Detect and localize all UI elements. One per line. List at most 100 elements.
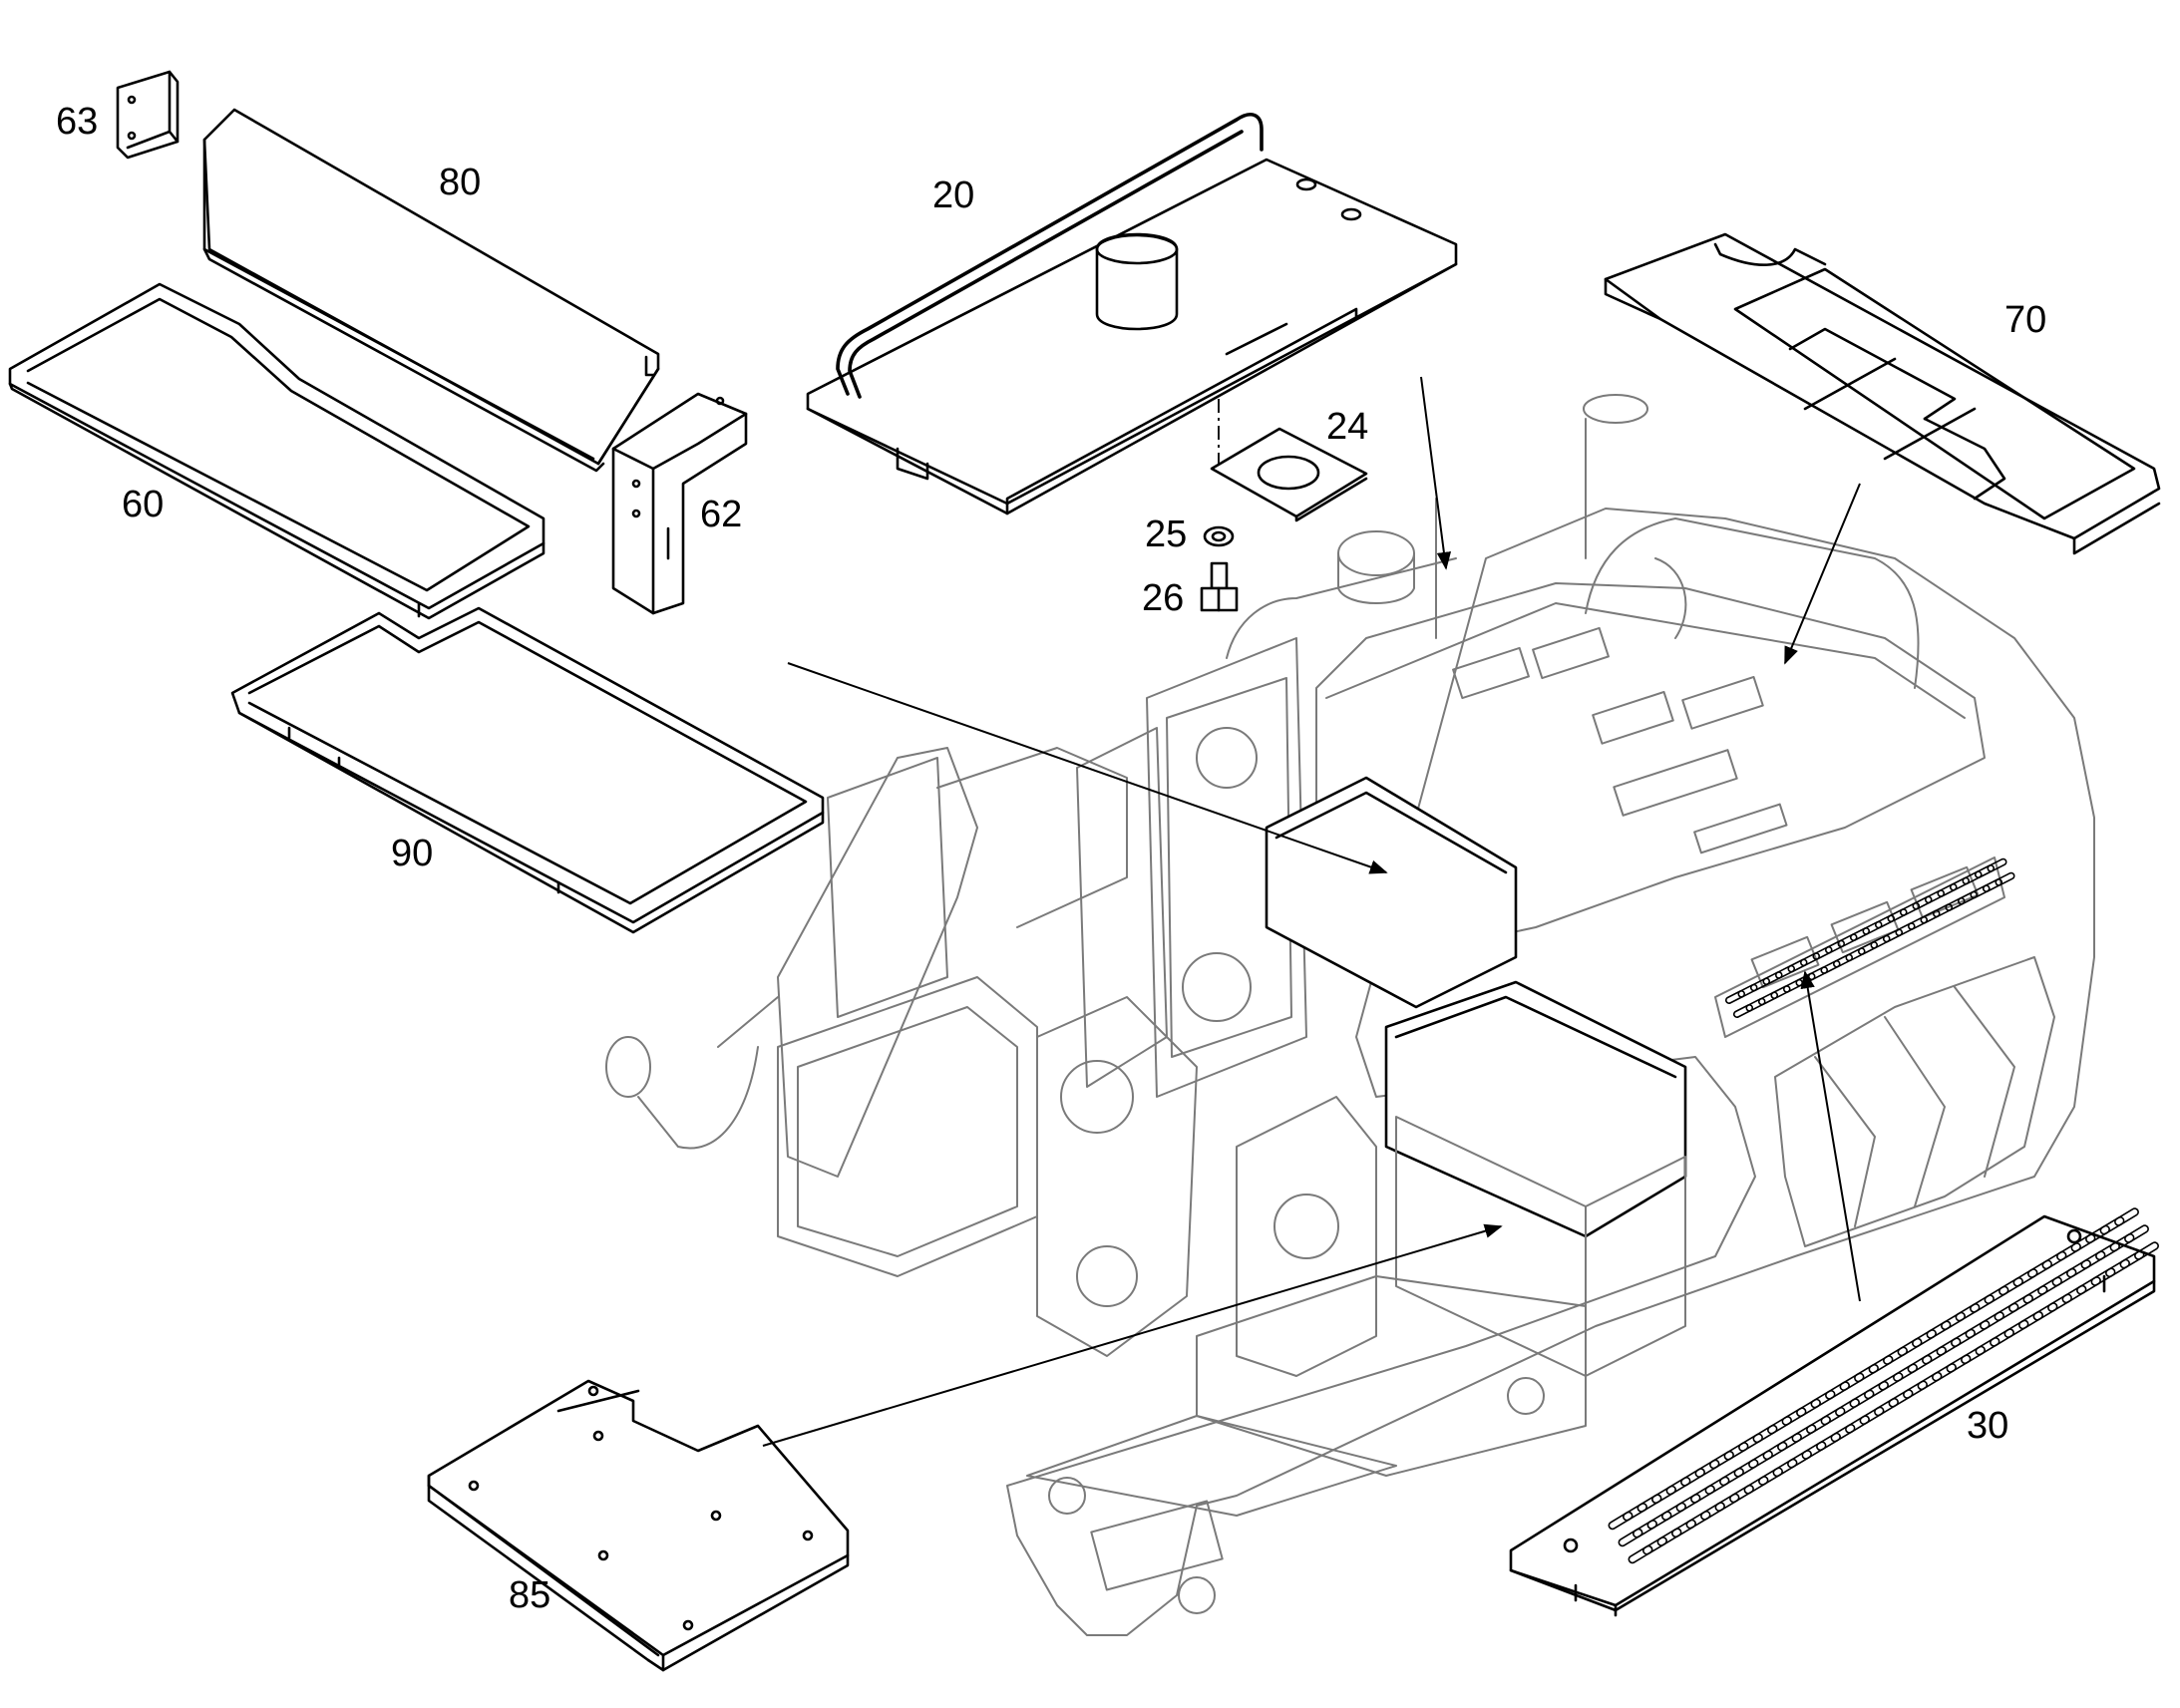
vent-slot xyxy=(1791,1424,1817,1443)
assembly-arrows xyxy=(762,376,1861,1447)
vent-slot xyxy=(1936,1337,1962,1356)
part-60-filter-frame xyxy=(8,282,545,620)
grille-slots xyxy=(1608,1207,2159,1564)
vent-slot xyxy=(1810,1390,1836,1409)
vent-slot xyxy=(1671,1519,1696,1538)
vent-slot xyxy=(1824,939,1846,954)
vent-slot xyxy=(1998,1276,2023,1296)
vent-slot xyxy=(1719,1467,1744,1487)
part-24-gasket-plate xyxy=(1210,399,1368,522)
callout-62: 62 xyxy=(700,494,742,535)
vent-slot xyxy=(1899,901,1921,916)
vent-slot xyxy=(1752,1424,1778,1444)
vent-slot xyxy=(1665,1477,1691,1496)
vent-slot xyxy=(1733,1459,1759,1478)
vent-slot xyxy=(1962,870,1983,885)
vent-slot xyxy=(1882,928,1904,943)
vent-slot xyxy=(1987,857,2007,872)
vent-slot xyxy=(2099,1216,2125,1235)
vent-slot xyxy=(1675,1494,1701,1513)
vent-slot xyxy=(1801,1441,1827,1460)
vent-slot xyxy=(2066,1259,2091,1278)
vent-slot xyxy=(1623,1503,1647,1522)
vent-slot xyxy=(1951,1328,1976,1348)
vent-slot xyxy=(2095,1241,2120,1261)
vent-slot xyxy=(1618,1528,1643,1547)
vent-slot xyxy=(1957,890,1979,905)
vent-slot xyxy=(2109,1233,2135,1252)
part-63-bracket xyxy=(116,70,180,160)
vent-slot xyxy=(2119,1250,2145,1269)
vent-slot xyxy=(1820,1407,1846,1426)
vent-slot xyxy=(1857,941,1879,955)
vent-slot xyxy=(1651,1485,1676,1505)
vent-slot xyxy=(1830,1424,1856,1443)
callout-85: 85 xyxy=(509,1574,550,1616)
vent-slot xyxy=(1903,1380,1928,1399)
vent-slot xyxy=(1723,1442,1749,1461)
vent-slot xyxy=(1990,1328,2014,1347)
vent-slot xyxy=(1642,1537,1667,1555)
vent-slot xyxy=(1770,985,1791,1000)
vent-slot xyxy=(1825,1381,1850,1400)
vent-slot xyxy=(1820,959,1841,974)
vent-slot xyxy=(1955,1303,1981,1322)
vent-slot xyxy=(1932,1363,1957,1382)
callout-30: 30 xyxy=(1967,1405,2008,1447)
callout-25: 25 xyxy=(1145,513,1187,555)
vent-slot xyxy=(1743,1476,1769,1495)
vent-slot xyxy=(1974,864,1996,878)
vent-slot xyxy=(2037,1276,2062,1295)
vent-slot xyxy=(1961,1345,1986,1365)
vent-slot xyxy=(1926,1320,1952,1339)
vent-slot xyxy=(1758,1467,1783,1486)
vent-slot xyxy=(1748,1450,1773,1469)
vent-slot xyxy=(1636,1494,1662,1513)
vent-slot xyxy=(1757,991,1779,1006)
vent-slot xyxy=(1994,1302,2019,1321)
vent-slot xyxy=(1854,1363,1879,1383)
vent-slot xyxy=(1897,1337,1923,1357)
vent-slot xyxy=(2022,1285,2048,1304)
vent-slot xyxy=(1870,934,1891,949)
vent-slot xyxy=(1845,1415,1870,1434)
vent-slot xyxy=(1633,1520,1657,1538)
vent-slot xyxy=(1980,1311,2004,1330)
vent-slot xyxy=(1874,1397,1899,1417)
callout-70: 70 xyxy=(2004,299,2046,341)
vent-slot xyxy=(1694,1459,1720,1478)
part-70-long-cover xyxy=(1604,232,2161,555)
vent-slot xyxy=(1895,922,1916,937)
vent-slot xyxy=(1883,1346,1908,1365)
callout-80: 80 xyxy=(439,162,481,203)
part-90-filter-pad xyxy=(230,606,825,934)
vent-slot xyxy=(1772,1458,1798,1478)
vent-slot xyxy=(2008,1293,2033,1313)
vent-slot xyxy=(1704,1476,1730,1495)
vent-slot xyxy=(2041,1250,2067,1270)
vent-slot xyxy=(1907,915,1929,930)
vent-slot xyxy=(1709,1450,1734,1470)
vent-slot xyxy=(1796,1398,1821,1418)
part-20-top-hood xyxy=(806,113,1458,515)
vent-slot xyxy=(2080,1250,2106,1269)
vent-slot xyxy=(1907,1354,1933,1374)
vent-slot xyxy=(1700,1502,1725,1521)
vent-slot xyxy=(1937,882,1958,897)
vent-slot xyxy=(1924,889,1946,904)
vent-slot xyxy=(1995,871,2015,886)
part-62-bracket xyxy=(611,392,748,615)
callout-labels: 63 80 20 70 60 62 24 25 26 90 30 85 xyxy=(56,101,2046,1616)
vent-slot xyxy=(2085,1224,2110,1244)
callout-24: 24 xyxy=(1326,406,1368,448)
vent-slot xyxy=(1984,1285,2009,1304)
vent-slot xyxy=(1628,1544,1653,1564)
vent-slot xyxy=(1795,972,1816,987)
vent-slot xyxy=(1690,1485,1715,1504)
vent-slot xyxy=(1787,1450,1812,1469)
vent-slot xyxy=(1868,1355,1894,1374)
vent-slot xyxy=(2012,1268,2038,1287)
vent-slot xyxy=(1799,952,1821,967)
part-30-grille-panel xyxy=(1509,1207,2159,1617)
